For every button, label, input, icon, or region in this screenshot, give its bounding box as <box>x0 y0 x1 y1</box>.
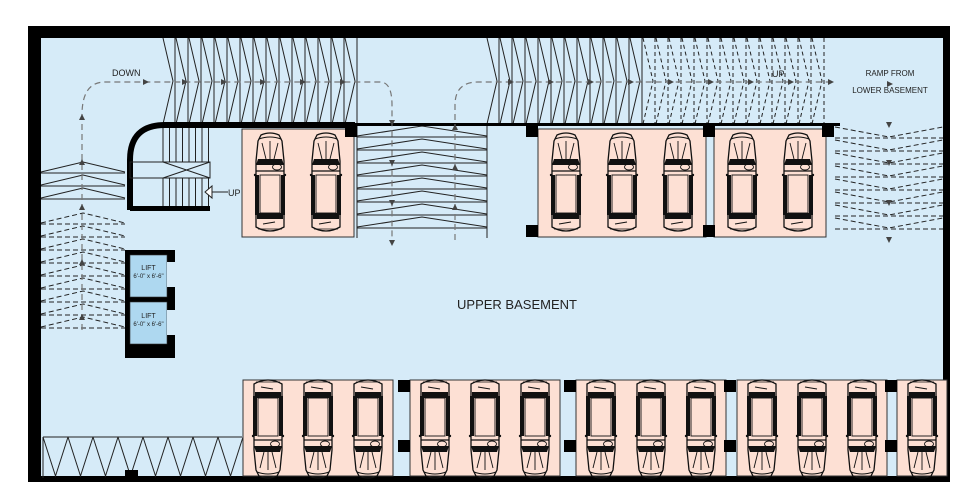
inner-wall-strip <box>160 123 840 126</box>
column <box>398 380 410 392</box>
ramp-chevron <box>227 37 239 125</box>
ramp-from-lower-basement <box>834 126 944 230</box>
ramp-chevron <box>629 37 641 125</box>
lift-1-label: LIFT <box>141 265 156 272</box>
column <box>724 380 736 392</box>
ramp-chevron <box>356 216 488 228</box>
ramp-chevron <box>201 37 213 125</box>
ramp-chevron <box>356 151 488 163</box>
ramp-connector-middle <box>356 125 488 238</box>
ramp-chevron <box>40 277 126 289</box>
ramp-chevron <box>356 203 488 215</box>
ramp-chevron <box>603 37 615 125</box>
ramp-chevron <box>564 37 576 125</box>
column <box>564 380 576 392</box>
lift-2 <box>129 301 168 345</box>
up-label: UP <box>772 69 785 79</box>
ramp-chevron <box>811 37 823 125</box>
stair-up-marker: UP <box>204 184 241 200</box>
ramp-chevron <box>590 37 602 125</box>
ramp-chevron <box>40 251 126 263</box>
ramp-chevron <box>40 187 126 199</box>
ramp-chevron <box>759 37 771 125</box>
stair-up-label: UP <box>228 188 241 198</box>
ramp-chevron <box>318 37 330 125</box>
lift-1 <box>129 254 168 298</box>
column <box>724 440 736 452</box>
ramp-chevron <box>834 204 944 216</box>
column <box>564 440 576 452</box>
traffic-flow-paths <box>81 81 830 330</box>
ramp-chevron <box>707 37 719 125</box>
ramp-chevron <box>551 37 563 125</box>
ramp-chevron <box>668 37 680 125</box>
ramp-chevron <box>40 290 126 302</box>
ramp-chevron <box>266 37 278 125</box>
ramp-chevron <box>834 139 944 151</box>
ramp-chevron <box>356 177 488 189</box>
ramp-chevron <box>834 217 944 229</box>
ramp-chevron <box>40 238 126 250</box>
column <box>703 225 715 237</box>
ramp-chevron <box>834 152 944 164</box>
ramp-chevron <box>279 37 291 125</box>
column <box>345 125 357 137</box>
ramp-chevron <box>746 37 758 125</box>
lift-1-size: 6'-0" x 6'-6" <box>133 274 163 280</box>
ramp-chevron <box>834 165 944 177</box>
ramp-chevron <box>240 37 252 125</box>
lift-2-label: LIFT <box>141 313 156 320</box>
ramp-chevron <box>162 37 174 125</box>
ramp-chevron <box>642 37 654 125</box>
ramp-chevron <box>40 264 126 276</box>
ramp-chevron <box>486 37 498 125</box>
ramp-chevron <box>356 190 488 202</box>
parking-bottom-row <box>242 379 948 478</box>
ramp-chevron <box>356 138 488 150</box>
ramp-chevron <box>655 37 667 125</box>
outer-walls <box>28 26 950 482</box>
ramp-chevron <box>40 225 126 237</box>
ramp-chevron <box>305 37 317 125</box>
column <box>703 125 715 137</box>
column <box>885 440 897 452</box>
ramp-chevron <box>40 174 126 186</box>
column <box>822 125 834 137</box>
column <box>885 380 897 392</box>
ramp-chevron <box>356 164 488 176</box>
ramp-chevron <box>733 37 745 125</box>
ramp-chevron <box>188 37 200 125</box>
ramp-chevron <box>798 37 810 125</box>
lift-core: LIFT 6'-0" x 6'-6" LIFT 6'-0" x 6'-6" <box>125 250 175 358</box>
column <box>125 470 138 478</box>
column <box>526 125 538 137</box>
ramp-chevron <box>512 37 524 125</box>
ramp-chevron <box>525 37 537 125</box>
ramp-bottom-left <box>42 436 244 478</box>
ramp-chevron <box>834 178 944 190</box>
ramp-chevron <box>681 37 693 125</box>
down-label: DOWN <box>112 68 141 78</box>
ramp-chevron <box>616 37 628 125</box>
ramp-up-top <box>486 37 833 125</box>
ramp-from-label-line1: RAMP FROM <box>866 69 915 78</box>
parking-top-row <box>241 125 834 238</box>
ramp-chevron <box>834 191 944 203</box>
ramp-chevron <box>834 126 944 138</box>
column <box>398 440 410 452</box>
ramp-chevron <box>785 37 797 125</box>
lift-2-size: 6'-0" x 6'-6" <box>133 322 163 328</box>
ramp-chevron <box>40 212 126 224</box>
ramp-chevron <box>40 303 126 315</box>
column <box>526 225 538 237</box>
ramp-chevron <box>720 37 732 125</box>
ramp-chevron <box>344 37 356 125</box>
ramp-from-label-line2: LOWER BASEMENT <box>852 86 928 95</box>
staircase <box>129 128 211 211</box>
ramp-chevron <box>772 37 784 125</box>
floor-title: UPPER BASEMENT <box>457 297 577 312</box>
ramp-chevron <box>694 37 706 125</box>
